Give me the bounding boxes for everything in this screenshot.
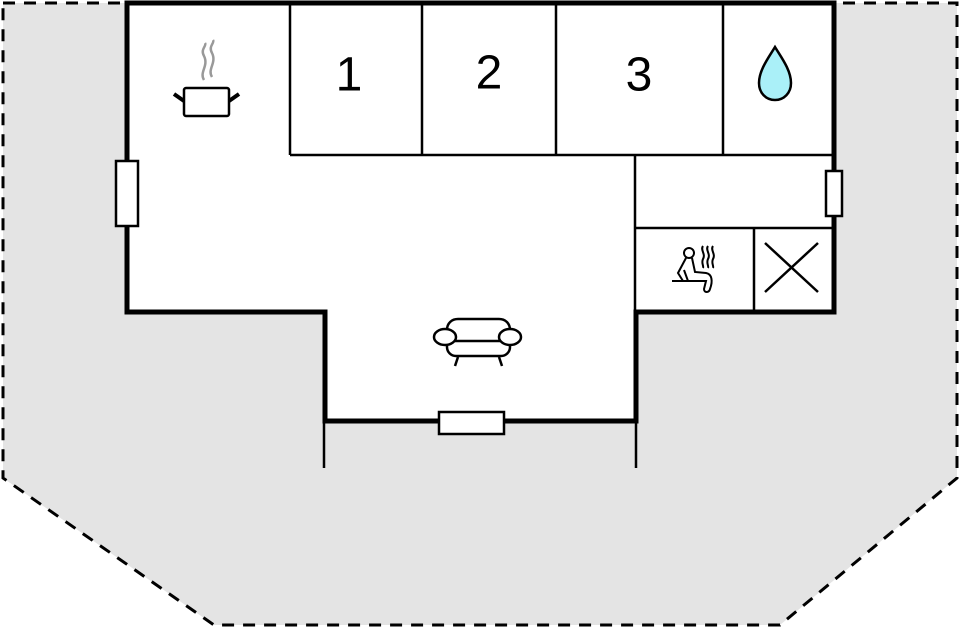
cooking-pot-icon [172, 39, 241, 118]
water-drop-icon [757, 44, 793, 102]
house-floor [127, 3, 834, 421]
room-label-1: 1 [336, 49, 363, 102]
room-label-3: 3 [626, 49, 653, 102]
sauna-icon [672, 245, 715, 293]
window-west [114, 159, 140, 228]
exterior-walls [124, 0, 837, 424]
room-label-2: 2 [476, 47, 503, 100]
x-cross-icon [764, 242, 819, 293]
interior-walls [288, 3, 834, 468]
window-east [824, 169, 844, 218]
window-south [437, 410, 506, 436]
sofa-icon [432, 317, 523, 367]
